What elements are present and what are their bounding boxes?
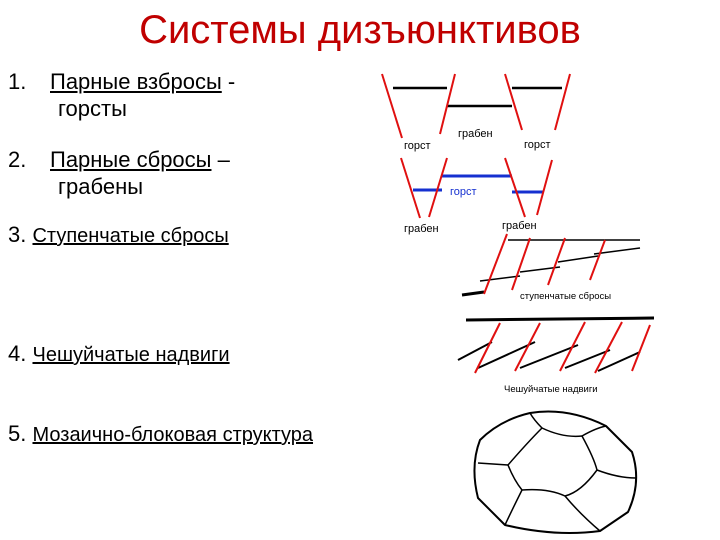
item-text: Ступенчатые сбросы bbox=[32, 225, 229, 247]
fault-line bbox=[504, 73, 523, 131]
label-graben-middle: грабен bbox=[458, 128, 493, 140]
block-boundary bbox=[596, 469, 637, 479]
fault-line bbox=[547, 237, 566, 286]
item-number: 4. bbox=[8, 341, 27, 366]
label-graben-left: грабен bbox=[404, 223, 439, 235]
fault-line bbox=[474, 322, 501, 374]
list-item-2: 2. Парные сбросы – грабены bbox=[8, 146, 230, 200]
thrust-sheet bbox=[597, 351, 641, 372]
step-faults-caption: ступенчатые сбросы bbox=[520, 291, 611, 302]
block-boundary bbox=[477, 462, 509, 466]
label-horst-middle: горст bbox=[450, 186, 477, 198]
item-text: Мозаично-блоковая структура bbox=[32, 424, 314, 446]
item-number: 2. bbox=[8, 147, 27, 172]
item-text: Чешуйчатые надвиги bbox=[32, 344, 230, 366]
inner-block bbox=[507, 427, 598, 497]
list-item-3: 3. Ступенчатые сбросы bbox=[8, 221, 229, 250]
fault-line bbox=[400, 157, 421, 219]
item-continuation: горсты bbox=[58, 96, 127, 121]
fault-line bbox=[589, 239, 606, 281]
fault-line bbox=[483, 233, 508, 295]
item-text: Парные взбросы bbox=[50, 69, 222, 94]
item-number: 3. bbox=[8, 222, 27, 247]
label-horst-left: горст bbox=[404, 140, 431, 152]
step-block bbox=[479, 275, 521, 282]
thrust-sheet bbox=[519, 344, 579, 369]
block-boundary bbox=[529, 412, 543, 429]
imbricate-thrusts-diagram: Чешуйчатые надвиги bbox=[457, 316, 655, 395]
fault-line bbox=[381, 73, 403, 139]
fault-line bbox=[554, 73, 571, 131]
item-text: Парные сбросы bbox=[50, 147, 212, 172]
fault-line bbox=[514, 322, 541, 372]
label-horst-right: горст bbox=[524, 139, 551, 151]
fault-line bbox=[559, 321, 586, 372]
outer-block-boundary bbox=[473, 410, 638, 534]
fault-line bbox=[428, 157, 448, 218]
mosaic-block-diagram bbox=[473, 410, 638, 534]
fault-line bbox=[631, 324, 651, 372]
block-boundary bbox=[564, 495, 601, 532]
thrust-sheet bbox=[564, 349, 611, 369]
label-graben-right: грабен bbox=[502, 220, 537, 232]
imbricate-caption: Чешуйчатые надвиги bbox=[504, 384, 598, 395]
item-text-tail: - bbox=[221, 69, 236, 94]
thrust-sheet bbox=[477, 341, 536, 369]
item-continuation: грабены bbox=[58, 174, 144, 199]
step-block bbox=[557, 255, 599, 263]
fault-line bbox=[536, 159, 553, 216]
block-boundary bbox=[504, 489, 523, 526]
fault-line bbox=[439, 73, 456, 135]
item-number: 1. bbox=[8, 69, 27, 94]
horst-graben-diagram: горст грабен горст bbox=[381, 73, 571, 152]
graben-horst-diagram: грабен горст грабен bbox=[400, 157, 553, 235]
fault-line bbox=[504, 157, 526, 218]
step-block bbox=[461, 290, 485, 297]
fault-line bbox=[511, 237, 531, 291]
surface-line bbox=[465, 316, 655, 322]
list-item-5: 5. Мозаично-блоковая структура bbox=[8, 420, 313, 449]
step-block bbox=[593, 247, 641, 255]
thrust-sheet bbox=[457, 341, 493, 361]
fault-line bbox=[594, 321, 623, 374]
item-text-tail: – bbox=[211, 147, 230, 172]
block-boundary bbox=[581, 425, 607, 437]
list-item-4: 4. Чешуйчатые надвиги bbox=[8, 340, 230, 369]
item-number: 5. bbox=[8, 421, 27, 446]
page-title: Системы дизъюнктивов bbox=[139, 8, 581, 52]
list-item-1: 1. Парные взбросы - горсты bbox=[8, 68, 235, 122]
step-faults-diagram: ступенчатые сбросы bbox=[461, 233, 641, 302]
